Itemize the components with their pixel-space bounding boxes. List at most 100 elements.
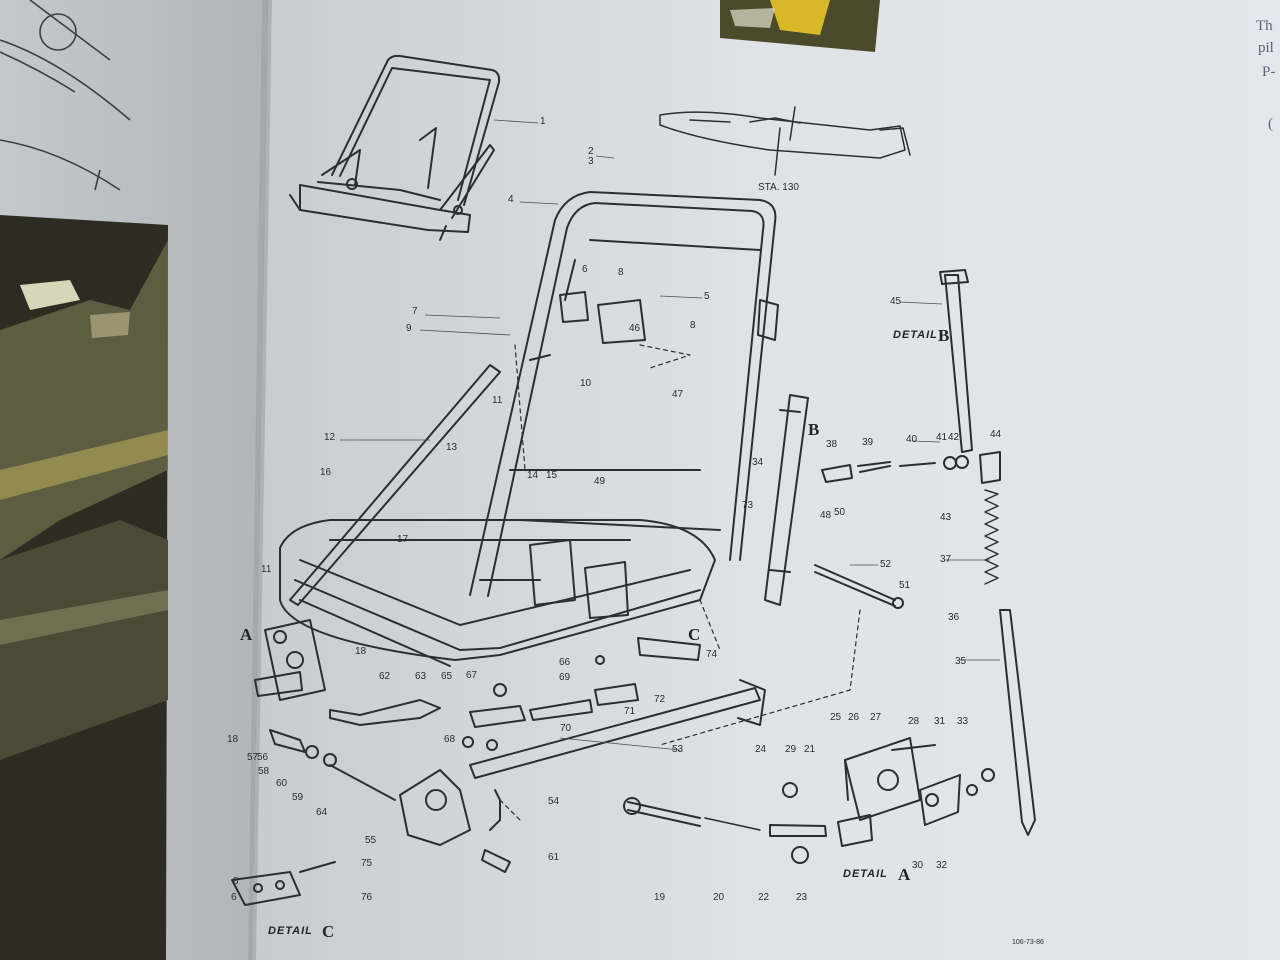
caption-line-4: ( bbox=[1268, 116, 1273, 132]
callout-73: 73 bbox=[742, 500, 754, 511]
callout-12: 12 bbox=[324, 432, 336, 443]
callout-26: 26 bbox=[848, 712, 860, 723]
seat-assembly-thumbnail bbox=[289, 54, 501, 241]
callout-68: 68 bbox=[444, 734, 456, 745]
callout-47: 47 bbox=[672, 389, 684, 400]
callout-5: 5 bbox=[704, 291, 710, 302]
callout-66: 66 bbox=[559, 657, 571, 668]
detail-c-parts bbox=[231, 637, 701, 906]
caption-line-3: P- bbox=[1262, 64, 1276, 80]
callout-29: 29 bbox=[785, 744, 797, 755]
callout-42: 42 bbox=[948, 432, 960, 443]
callout-3: 3 bbox=[588, 156, 594, 167]
detail-c-letter: C bbox=[322, 922, 334, 941]
callout-58: 58 bbox=[258, 766, 270, 777]
release-rod bbox=[944, 274, 973, 453]
spring bbox=[984, 489, 999, 585]
callout-2: 2 bbox=[588, 146, 594, 157]
callout-53: 53 bbox=[672, 744, 684, 755]
station-label: STA. 130 bbox=[758, 182, 799, 193]
callout-8: 8 bbox=[618, 267, 624, 278]
callout-22: 22 bbox=[758, 892, 770, 903]
callout-48: 48 bbox=[820, 510, 832, 521]
crossbar bbox=[469, 687, 761, 779]
view-a-letter: A bbox=[240, 625, 253, 644]
callout-18: 18 bbox=[227, 734, 239, 745]
callout-65: 65 bbox=[441, 671, 453, 682]
detail-b-letter: B bbox=[938, 326, 949, 345]
diagonal-brace bbox=[289, 364, 501, 606]
detail-bracket-parts bbox=[269, 729, 511, 873]
callout-35: 35 bbox=[955, 656, 967, 667]
detail-a-parts bbox=[623, 737, 995, 864]
callout-6: 6 bbox=[582, 264, 588, 275]
seat-pan bbox=[279, 519, 716, 667]
callout-75: 75 bbox=[361, 858, 373, 869]
callout-57: 57 bbox=[247, 752, 259, 763]
callout-27: 27 bbox=[870, 712, 882, 723]
callout-7: 7 bbox=[412, 306, 418, 317]
bracket-assembly bbox=[254, 619, 326, 701]
callout-18: 18 bbox=[355, 646, 367, 657]
callout-8: 8 bbox=[233, 876, 239, 887]
left-page bbox=[0, 0, 268, 960]
callout-71: 71 bbox=[624, 706, 636, 717]
callout-63: 63 bbox=[415, 671, 427, 682]
callout-13: 13 bbox=[446, 442, 458, 453]
callout-49: 49 bbox=[594, 476, 606, 487]
callout-51: 51 bbox=[899, 580, 911, 591]
callout-24: 24 bbox=[755, 744, 767, 755]
callout-67: 67 bbox=[466, 670, 478, 681]
callout-74: 74 bbox=[706, 649, 718, 660]
detail-c-label: DETAIL bbox=[268, 925, 313, 937]
callout-64: 64 bbox=[316, 807, 328, 818]
callout-20: 20 bbox=[713, 892, 725, 903]
callout-40: 40 bbox=[906, 434, 918, 445]
callout-69: 69 bbox=[559, 672, 571, 683]
detail-a-letter: A bbox=[898, 865, 911, 884]
callout-37: 37 bbox=[940, 554, 952, 565]
callout-14: 14 bbox=[527, 470, 539, 481]
callout-21: 21 bbox=[804, 744, 816, 755]
callout-30: 30 bbox=[912, 860, 924, 871]
callout-44: 44 bbox=[990, 429, 1002, 440]
callout-11: 11 bbox=[261, 564, 272, 575]
caption-line-1: Th bbox=[1256, 18, 1273, 34]
callout-72: 72 bbox=[654, 694, 666, 705]
callout-8: 8 bbox=[690, 320, 696, 331]
callout-45: 45 bbox=[890, 296, 902, 307]
callout-55: 55 bbox=[365, 835, 377, 846]
callout-23: 23 bbox=[796, 892, 808, 903]
callout-16: 16 bbox=[320, 467, 332, 478]
caption-line-2: pil bbox=[1258, 40, 1274, 56]
callout-39: 39 bbox=[862, 437, 874, 448]
callout-38: 38 bbox=[826, 439, 838, 450]
callout-36: 36 bbox=[948, 612, 960, 623]
callout-43: 43 bbox=[940, 512, 952, 523]
callout-61: 61 bbox=[548, 852, 560, 863]
callout-9: 9 bbox=[406, 323, 412, 334]
callout-28: 28 bbox=[908, 716, 920, 727]
callout-11: 11 bbox=[492, 395, 503, 406]
callout-52: 52 bbox=[880, 559, 892, 570]
view-b-letter: B bbox=[808, 420, 819, 439]
callout-31: 31 bbox=[934, 716, 946, 727]
aircraft-station-view bbox=[659, 106, 911, 176]
callout-76: 76 bbox=[361, 892, 373, 903]
callout-62: 62 bbox=[379, 671, 391, 682]
callout-19: 19 bbox=[654, 892, 666, 903]
seat-back-frame bbox=[469, 191, 777, 597]
callout-1: 1 bbox=[540, 116, 546, 127]
callout-60: 60 bbox=[276, 778, 288, 789]
callout-50: 50 bbox=[834, 507, 846, 518]
callout-32: 32 bbox=[936, 860, 948, 871]
view-c-letter: C bbox=[688, 625, 700, 644]
callout-25: 25 bbox=[830, 712, 842, 723]
callout-17: 17 bbox=[397, 534, 409, 545]
callout-15: 15 bbox=[546, 470, 558, 481]
callout-34: 34 bbox=[752, 457, 764, 468]
drawing-number: 106-73-86 bbox=[1012, 939, 1044, 946]
callout-54: 54 bbox=[548, 796, 560, 807]
